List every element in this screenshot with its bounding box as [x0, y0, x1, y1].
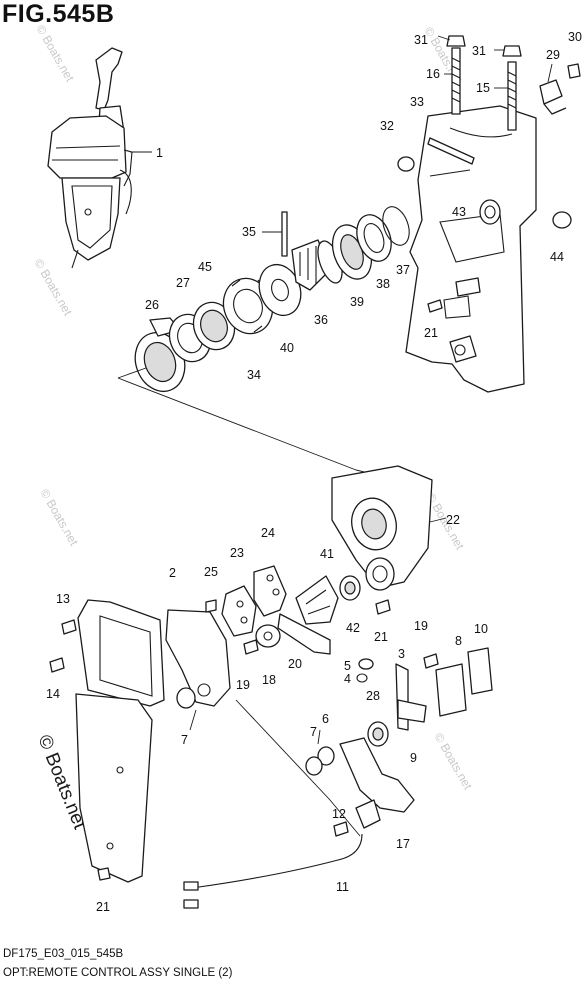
callout-43: 43: [452, 205, 466, 219]
callout-1: 1: [156, 146, 163, 160]
callout-18: 18: [262, 673, 276, 687]
callout-4: 4: [344, 672, 351, 686]
callout-45: 45: [198, 260, 212, 274]
callout-8: 8: [455, 634, 462, 648]
callout-21: 21: [424, 326, 438, 340]
cam-parts: [205, 565, 331, 655]
callout-20: 20: [288, 657, 302, 671]
callout-15: 15: [476, 81, 490, 95]
callout-19: 19: [236, 678, 250, 692]
callout-37: 37: [396, 263, 410, 277]
part-43-bracket: [405, 105, 537, 393]
callout-28: 28: [366, 689, 380, 703]
part-11-cable: [183, 833, 363, 909]
figure-footer-description: OPT:REMOTE CONTROL ASSY SINGLE (2): [3, 967, 233, 979]
callout-21: 21: [374, 630, 388, 644]
figure-title: FIG.545B: [2, 0, 115, 28]
callout-25: 25: [204, 565, 218, 579]
part-41-42: [295, 575, 391, 625]
callout-33: 33: [410, 95, 424, 109]
leader-lines: [130, 35, 553, 745]
callout-36: 36: [314, 313, 328, 327]
callout-2: 2: [169, 566, 176, 580]
watermark: © Boats.net: [431, 731, 475, 793]
callout-22: 22: [446, 513, 460, 527]
callout-10: 10: [474, 622, 488, 636]
callout-17: 17: [396, 837, 410, 851]
callout-11: 11: [336, 880, 349, 894]
callout-34: 34: [247, 368, 261, 382]
callout-23: 23: [230, 546, 244, 560]
callout-32: 32: [380, 119, 394, 133]
callout-12: 12: [332, 807, 346, 821]
figure-footer-code: DF175_E03_015_545B: [3, 948, 124, 960]
hardware-upper: [397, 35, 581, 313]
callout-7: 7: [181, 733, 188, 747]
callout-14: 14: [46, 687, 60, 701]
part-1-control-housing: [47, 47, 133, 269]
callout-9: 9: [410, 751, 417, 765]
watermark: © Boats.net: [37, 487, 81, 549]
callout-30: 30: [568, 30, 582, 44]
callout-5: 5: [344, 659, 351, 673]
callout-24: 24: [261, 526, 275, 540]
callout-7: 7: [310, 725, 317, 739]
callout-44: 44: [550, 250, 564, 264]
callout-38: 38: [376, 277, 390, 291]
callout-13: 13: [56, 592, 70, 606]
callout-40: 40: [280, 341, 294, 355]
callout-27: 27: [176, 276, 190, 290]
callout-16: 16: [426, 67, 440, 81]
shift-parts: [305, 647, 493, 837]
callout-31: 31: [472, 44, 486, 58]
callout-19: 19: [414, 619, 428, 633]
part-22-housing: [331, 465, 433, 591]
callout-31: 31: [414, 33, 428, 47]
watermark: © Boats.net: [33, 23, 77, 85]
part-2-lever-plate: [165, 609, 231, 709]
callout-labels: 1 2 3 4 5 6 7 7 8 9 10 11 12 13 14 15 16…: [46, 30, 582, 914]
clutch-stack: [134, 206, 410, 393]
callout-6: 6: [322, 712, 329, 726]
callout-26: 26: [145, 298, 159, 312]
callout-29: 29: [546, 48, 560, 62]
left-plate: [49, 599, 165, 883]
callout-39: 39: [350, 295, 364, 309]
callout-3: 3: [398, 647, 405, 661]
callout-42: 42: [346, 621, 360, 635]
callout-35: 35: [242, 225, 256, 239]
watermark: © Boats.net: [31, 257, 75, 319]
callout-21: 21: [96, 900, 110, 914]
callout-41: 41: [320, 547, 334, 561]
